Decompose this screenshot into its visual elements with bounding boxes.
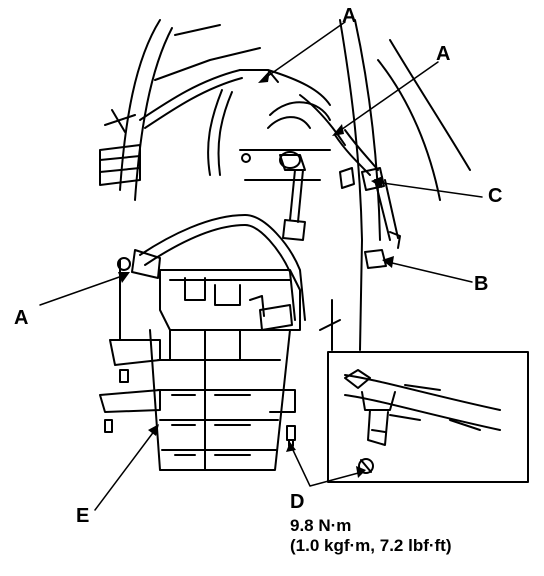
arrowhead-e (148, 424, 159, 436)
vapor-hoses (139, 69, 399, 241)
leader-lines (39, 21, 483, 511)
arrowhead-c (371, 176, 383, 188)
torque-spec-alt: (1.0 kgf·m, 7.2 lbf·ft) (290, 536, 452, 555)
torque-spec-value: 9.8 N·m (290, 516, 352, 535)
vehicle-frame (119, 19, 471, 351)
callout-b: B (474, 273, 489, 295)
leader-a-right (337, 61, 439, 133)
arrowhead-a-right (332, 124, 344, 136)
leader-a-left (39, 274, 126, 306)
leader-arrowheads (118, 70, 394, 478)
leader-c (375, 181, 483, 198)
arrowhead-b (382, 256, 394, 268)
engine-fittings (239, 149, 331, 241)
callout-a-left: A (14, 307, 29, 329)
callout-a-right: A (436, 43, 451, 65)
callout-a-top: A (342, 5, 357, 27)
leader-e (94, 429, 156, 511)
canister-brackets (99, 339, 296, 433)
mounting-bolt-d (286, 425, 296, 447)
canister-pipe (117, 214, 306, 321)
callout-c: C (488, 185, 503, 207)
leader-a-top (264, 21, 346, 79)
hose-fitting-c (339, 167, 385, 191)
arrowhead-d2 (356, 466, 366, 478)
arrowhead-a-left (118, 272, 130, 283)
leader-d (291, 447, 363, 487)
evap-canister (149, 269, 301, 471)
arrowhead-a-top (258, 70, 270, 83)
hose-clamp-b (364, 231, 401, 269)
arrowhead-d1 (286, 442, 296, 452)
leader-b (387, 261, 473, 283)
callout-e: E (76, 505, 90, 527)
left-bracket-assembly (99, 109, 141, 186)
detail-inset (327, 351, 529, 483)
callout-d: D (290, 491, 305, 513)
